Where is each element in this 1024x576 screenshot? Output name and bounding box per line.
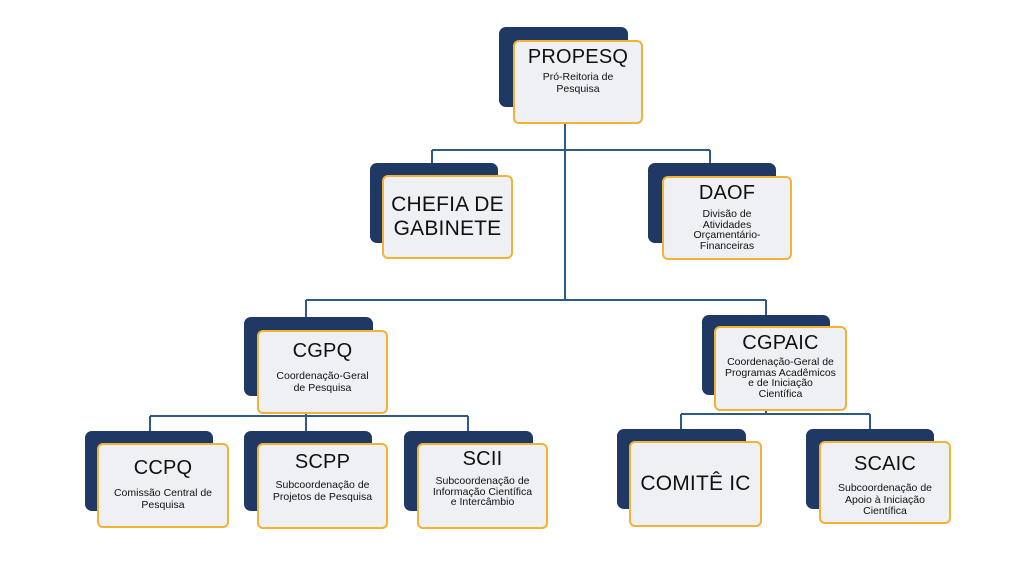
node-card: SCII Subcoordenação de Informação Cientí… bbox=[417, 443, 548, 529]
node-title: SCAIC bbox=[853, 453, 917, 475]
node-subtitle: Coordenação-Geral de Programas Acadêmico… bbox=[725, 356, 836, 400]
node-subtitle: Subcoordenação de Informação Científica … bbox=[432, 475, 533, 508]
node-card: DAOF Divisão de Atividades Orçamentário-… bbox=[662, 176, 792, 260]
node-title: DAOF bbox=[698, 182, 756, 204]
node-subtitle: Pró-Reitoria de Pesquisa bbox=[542, 71, 614, 95]
node-title: CHEFIA DE GABINETE bbox=[391, 193, 504, 240]
node-subtitle: Divisão de Atividades Orçamentário-Finan… bbox=[693, 208, 761, 252]
node-title: SCII bbox=[462, 448, 503, 470]
node-card: SCPP Subcoordenação de Projetos de Pesqu… bbox=[257, 443, 388, 529]
node-card: CCPQ Comissão Central de Pesquisa bbox=[97, 443, 229, 528]
node-card: SCAIC Subcoordenação de Apoio à Iniciaçã… bbox=[819, 441, 951, 524]
node-subtitle: Comissão Central de Pesquisa bbox=[113, 487, 213, 511]
node-title: COMITÊ IC bbox=[640, 472, 751, 495]
node-card: CHEFIA DE GABINETE bbox=[382, 175, 513, 259]
node-card: CGPQ Coordenação-Geral de Pesquisa bbox=[257, 330, 388, 414]
node-title: CCPQ bbox=[133, 457, 193, 479]
node-title: SCPP bbox=[294, 451, 351, 473]
node-title: CGPQ bbox=[292, 340, 353, 362]
node-card: CGPAIC Coordenação-Geral de Programas Ac… bbox=[714, 326, 847, 411]
node-card: COMITÊ IC bbox=[629, 441, 762, 527]
node-subtitle: Subcoordenação de Apoio à Iniciação Cien… bbox=[838, 482, 932, 517]
node-title: PROPESQ bbox=[527, 46, 629, 68]
node-subtitle: Coordenação-Geral de Pesquisa bbox=[276, 370, 369, 394]
node-subtitle: Subcoordenação de Projetos de Pesquisa bbox=[272, 479, 373, 503]
node-card: PROPESQ Pró-Reitoria de Pesquisa bbox=[513, 40, 643, 124]
node-title: CGPAIC bbox=[742, 332, 819, 354]
